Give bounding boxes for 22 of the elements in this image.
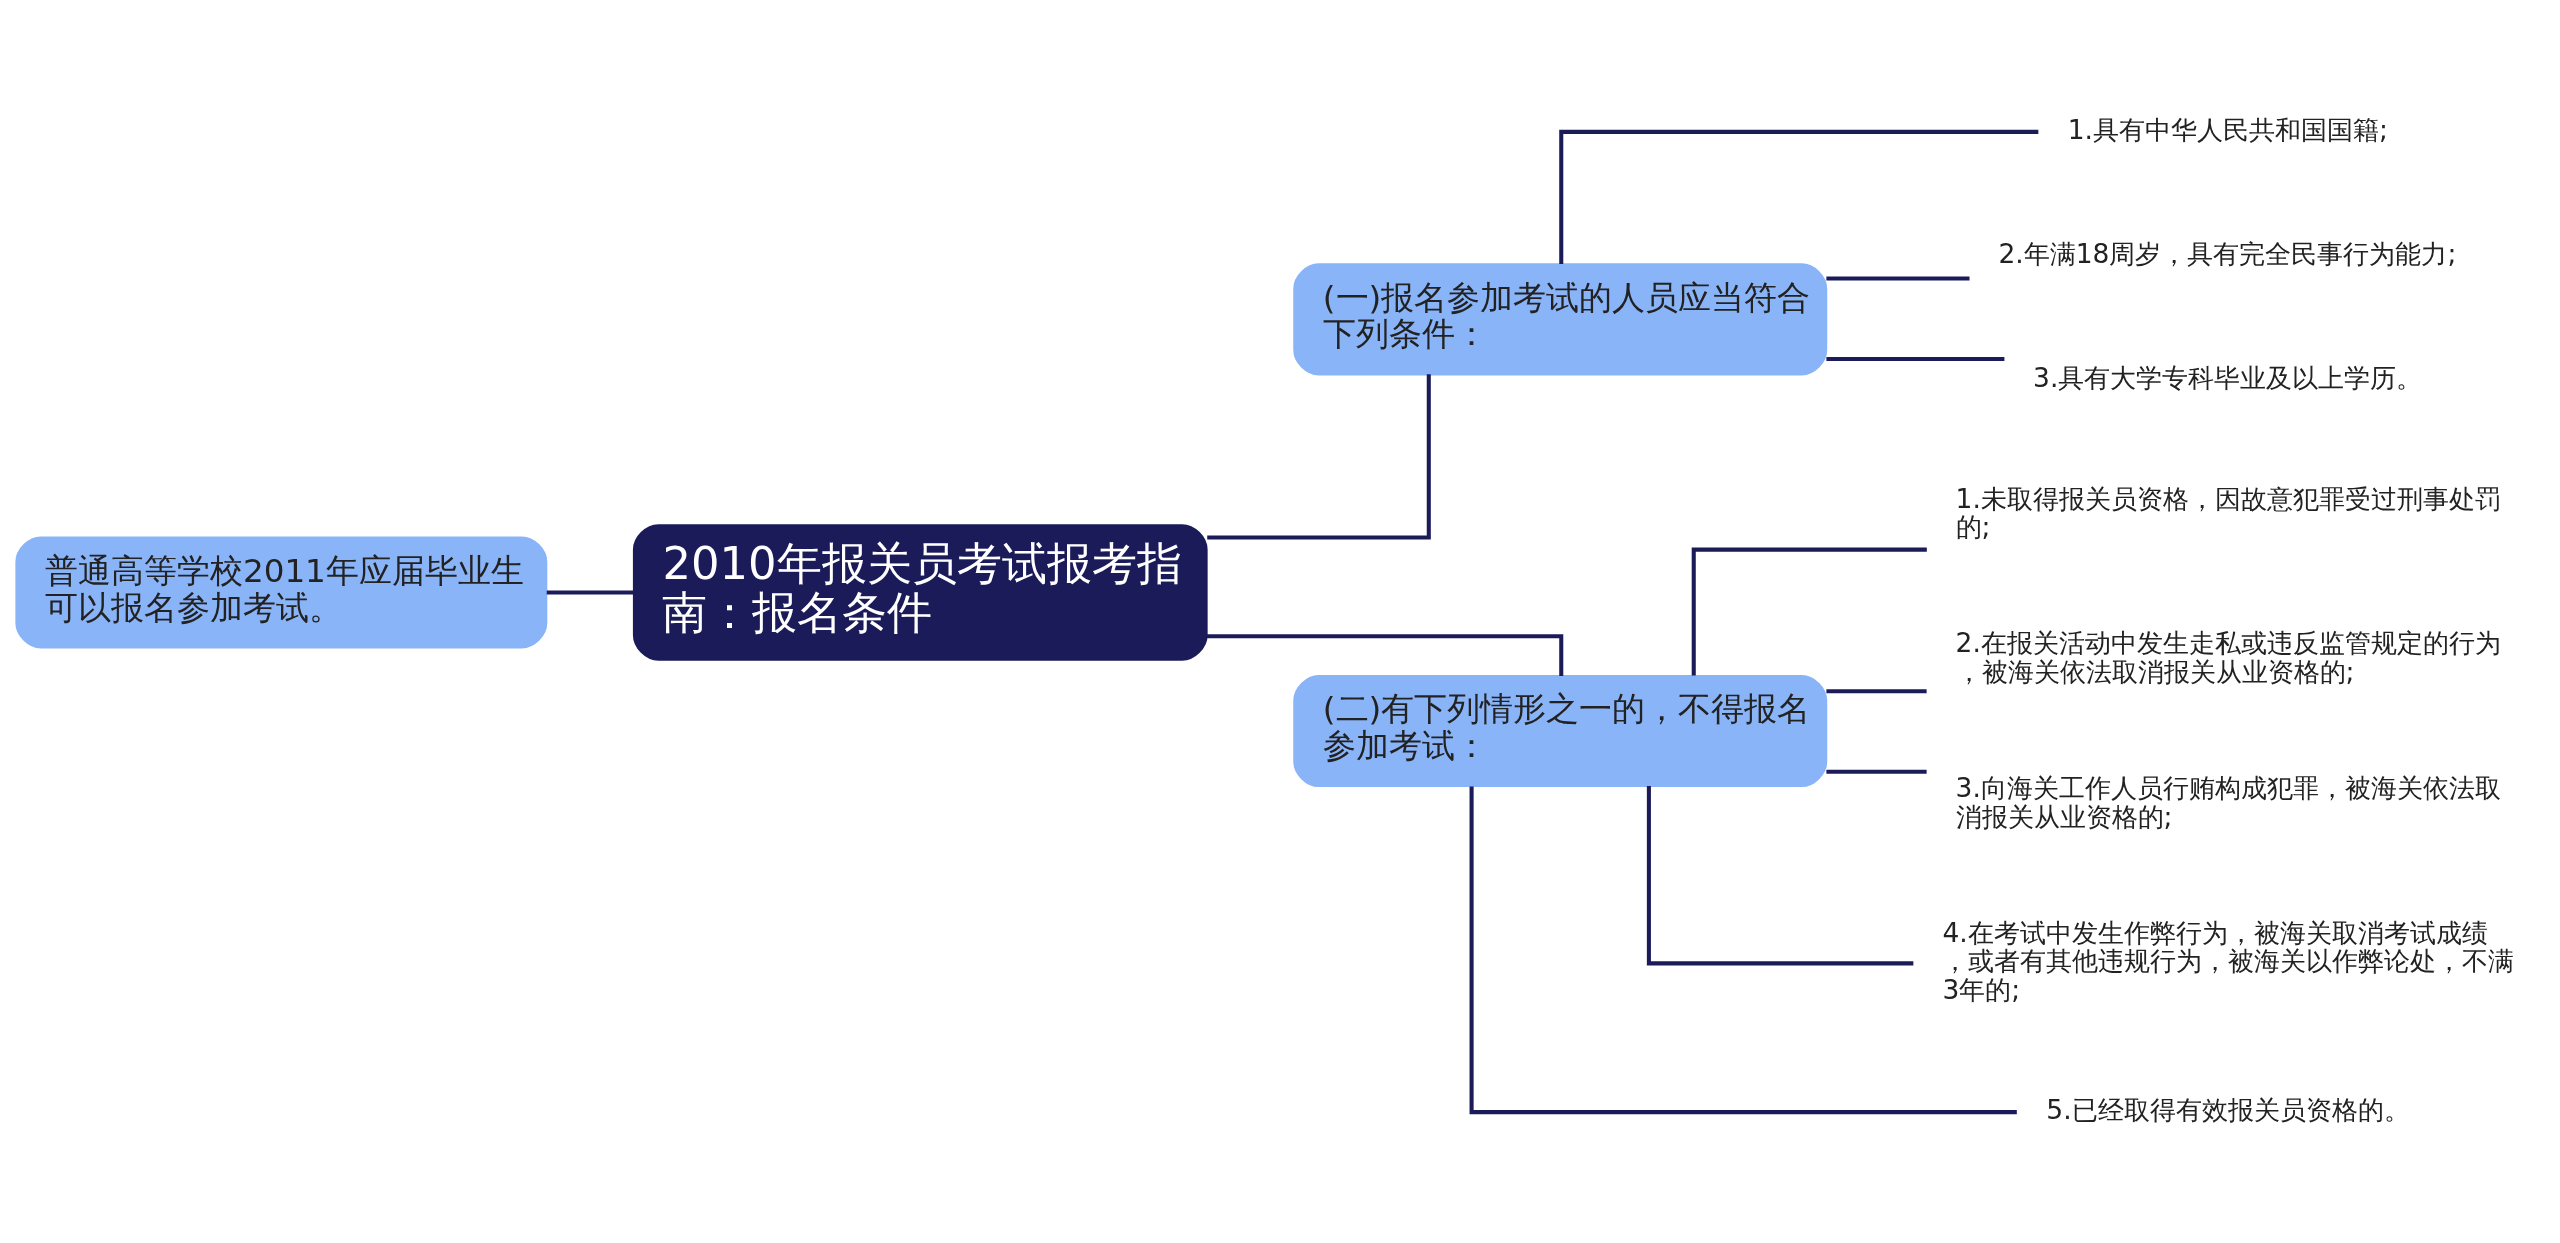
connector: [1207, 373, 1431, 539]
node-text: 1.具有中华人民共和国国籍;: [2067, 113, 2388, 145]
node-box: (一)报名参加考试的人员应当符合下列条件：: [1293, 262, 1828, 375]
node-text: 3.具有大学专科毕业及以上学历。: [2033, 361, 2423, 393]
connector: [546, 589, 634, 594]
node-box: (二)有下列情形之一的，不得报名参加考试：: [1293, 674, 1828, 787]
connector: [1826, 356, 2005, 361]
node-text: 2.年满18周岁，具有完全民事行为能力;: [1998, 237, 2457, 269]
node-box: 普通高等学校2011年应届毕业生可以报名参加考试。: [15, 535, 548, 648]
connector: [1826, 276, 1970, 281]
connector: [1826, 688, 1927, 693]
connector: [1691, 547, 1927, 676]
connector: [1469, 785, 2017, 1114]
node-box: 2010年报关员考试报考指南：报名条件: [632, 523, 1208, 661]
node-text: 1.未取得报关员资格，因故意犯罪受过刑事处罚的;: [1955, 482, 2501, 542]
connector: [1646, 785, 1914, 965]
connector: [1559, 129, 2039, 264]
connector: [1826, 769, 1927, 774]
node-text: 2.在报关活动中发生走私或违反监管规定的行为，被海关依法取消报关从业资格的;: [1955, 626, 2501, 687]
node-text: 5.已经取得有效报关员资格的。: [2046, 1093, 2410, 1125]
node-text: 3.向海关工作人员行贿构成犯罪，被海关依法取消报关从业资格的;: [1955, 771, 2501, 832]
node-text: 4.在考试中发生作弊行为，被海关取消考试成绩，或者有其他违规行为，被海关以作弊论处，不满3年的;: [1942, 916, 2515, 1005]
